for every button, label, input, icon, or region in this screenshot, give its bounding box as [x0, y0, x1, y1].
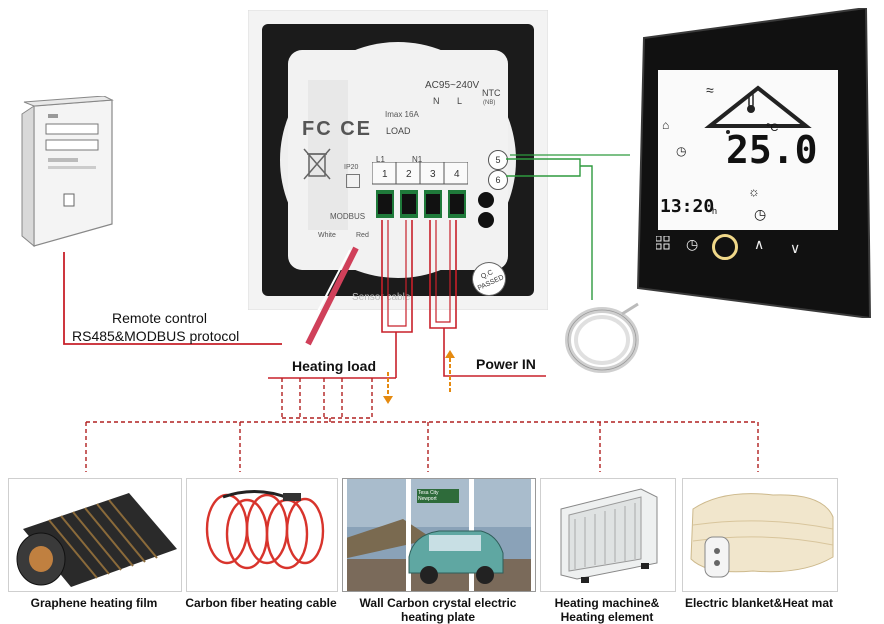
product-tile-graphene-film: [8, 478, 182, 592]
terminal-n-label: N: [433, 96, 440, 106]
l1-label: L1: [376, 155, 385, 164]
product-tile-electric-blanket: [682, 478, 838, 592]
protocol-label: RS485&MODBUS protocol: [72, 328, 240, 344]
display-clock: 13:20: [660, 196, 715, 217]
weee-bin-icon: [302, 146, 332, 182]
ntc-sub-label: (NB): [483, 100, 496, 106]
down-button[interactable]: ∨: [790, 240, 801, 256]
screw-hole: [478, 192, 494, 208]
product-tile-carbon-cable: [186, 478, 338, 592]
computer-tower-image: [12, 95, 122, 251]
menu-grid-button[interactable]: [655, 235, 670, 250]
thermostat-back-panel: [247, 9, 549, 311]
sensor-terminal-5: 5: [488, 150, 508, 170]
product-caption: Graphene heating film: [30, 596, 158, 610]
load-label: LOAD: [386, 126, 411, 136]
remote-control-label: Remote control: [112, 310, 207, 326]
display-unit: °C: [766, 122, 779, 134]
terminal-3-label: 3: [430, 169, 436, 180]
product-caption: Electric blanket&Heat mat: [684, 596, 834, 610]
sensor-cable-text: Sensor cable: [352, 292, 411, 303]
product-tile-heating-machine: [540, 478, 676, 592]
display-temperature: 25.0: [726, 128, 818, 172]
display-clock-suffix: h: [712, 206, 718, 216]
terminal-2-label: 2: [406, 169, 412, 180]
up-button[interactable]: ∧: [754, 236, 765, 252]
ip-box-icon: [346, 174, 360, 188]
thermometer-icon: [746, 92, 756, 114]
product-caption: Carbon fiber heating cable: [185, 596, 337, 610]
n1-label: N1: [412, 155, 423, 164]
power-button[interactable]: [712, 234, 738, 260]
ntc-label: NTC: [482, 88, 501, 98]
power-in-label: Power IN: [476, 356, 536, 372]
terminal-1-label: 1: [382, 169, 388, 180]
wire-red-label: Red: [356, 232, 369, 239]
wire-white-label: White: [318, 232, 336, 239]
modbus-label: MODBUS: [330, 212, 366, 221]
clock-button[interactable]: ◷: [686, 236, 699, 252]
heating-load-label: Heating load: [292, 358, 377, 374]
sun-icon: ☼: [748, 184, 760, 199]
home-icon: ⌂: [662, 118, 670, 132]
thermostat-front: [634, 6, 876, 320]
fc-ce-marks: FC CE: [302, 118, 372, 140]
terminal-l-label: L: [457, 96, 463, 106]
current-rating-label: Imax 16A: [385, 110, 419, 119]
timer-icon: ◷: [754, 206, 767, 222]
screw-hole: [478, 212, 494, 228]
power-rating-label: AC95~240V: [425, 80, 480, 91]
heating-waves-icon: ≈: [706, 82, 714, 98]
sensor-terminal-6: 6: [488, 170, 508, 190]
ip-rating-label: IP20: [344, 164, 359, 171]
terminal-block: [371, 161, 469, 230]
terminal-4-label: 4: [454, 169, 460, 180]
ntc-sensor-cable-image: [560, 300, 646, 380]
product-tile-carbon-crystal: [342, 478, 536, 592]
road-sign-text: Tesa City Newport: [418, 490, 439, 502]
clock-small-icon: ◷: [676, 144, 687, 158]
